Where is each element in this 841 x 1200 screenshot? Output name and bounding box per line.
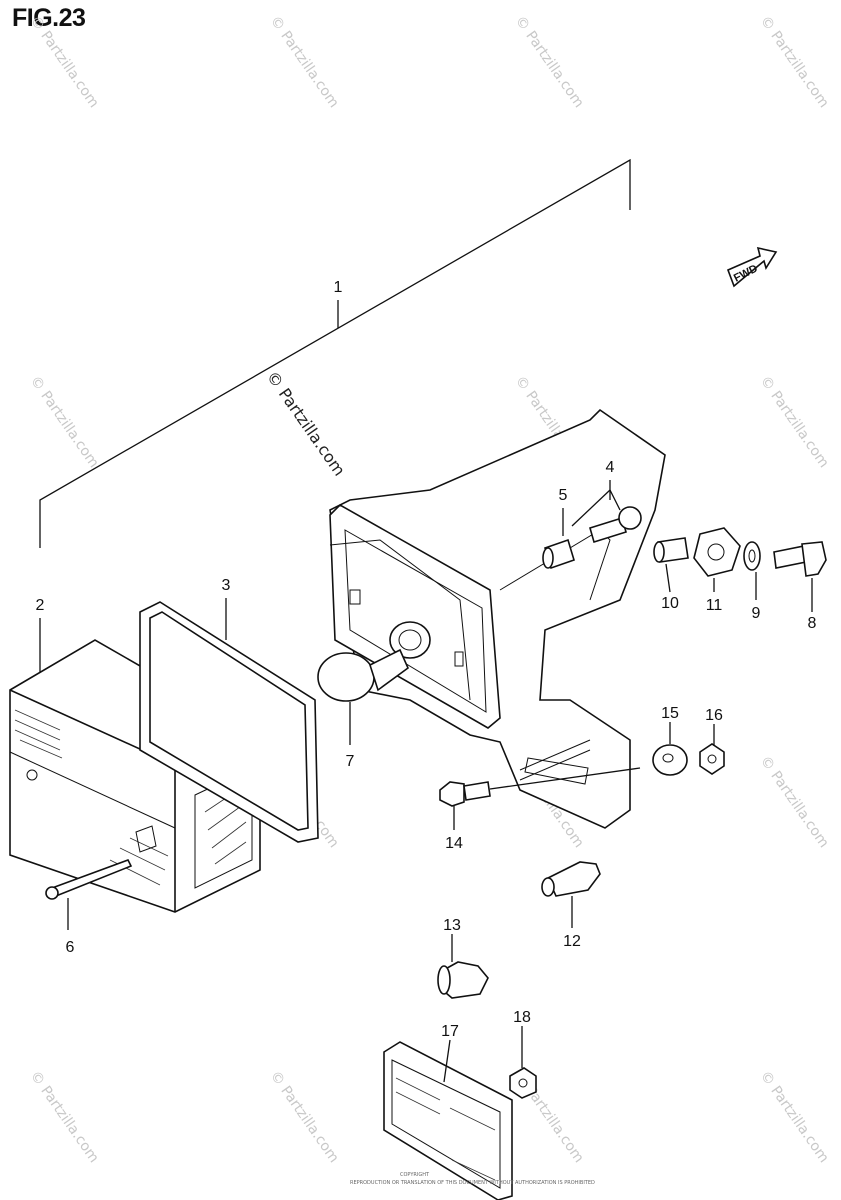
callout-14: 14 — [445, 835, 463, 852]
screw-part-14 — [439, 767, 641, 807]
callout-13: 13 — [443, 917, 461, 934]
watermark: © Partzilla.com — [757, 753, 832, 851]
callout-1: 1 — [334, 279, 343, 296]
bolt-part-8 — [773, 541, 827, 577]
tail-lamp-housing-part — [329, 408, 666, 829]
main-watermark: © Partzilla.com — [263, 367, 349, 479]
assembly-bracket — [39, 158, 631, 548]
callout-6: 6 — [66, 939, 75, 956]
callout-5: 5 — [559, 487, 568, 504]
watermark: © Partzilla.com — [757, 1068, 832, 1166]
gasket-part — [139, 601, 319, 843]
fine-print-line: COPYRIGHT — [400, 1172, 430, 1178]
license-lens-part — [383, 1041, 513, 1200]
socket-part-13 — [437, 961, 489, 999]
license-bulb-part — [541, 861, 601, 897]
collar-part-5 — [542, 538, 575, 570]
washer-part-15 — [652, 744, 688, 776]
bolt-part-4 — [589, 506, 642, 544]
callout-17: 17 — [441, 1023, 459, 1040]
callout-8: 8 — [808, 615, 817, 632]
callout-12: 12 — [563, 933, 581, 950]
callout-4: 4 — [606, 459, 615, 476]
callout-18: 18 — [513, 1009, 531, 1026]
callout-labels: 1 2 3 4 5 6 7 8 9 10 11 12 13 14 15 16 1… — [36, 279, 817, 1040]
callout-7: 7 — [346, 753, 355, 770]
watermark: © Partzilla.com — [27, 13, 102, 111]
washer-part-9 — [743, 541, 761, 571]
spacer-part-10 — [653, 537, 689, 563]
callout-16: 16 — [705, 707, 723, 724]
fine-print-line: REPRODUCTION OR TRANSLATION OF THIS DOCU… — [350, 1180, 595, 1186]
nut-part-16 — [699, 743, 725, 775]
bulb-part — [317, 648, 409, 702]
watermark: © Partzilla.com — [757, 373, 832, 471]
grommet-part-11 — [693, 527, 741, 577]
watermark: © Partzilla.com — [267, 13, 342, 111]
callout-2: 2 — [36, 597, 45, 614]
figure-title: FIG.23 — [12, 4, 86, 32]
nut-part-18 — [509, 1067, 537, 1099]
callout-9: 9 — [752, 605, 761, 622]
watermark: © Partzilla.com — [512, 13, 587, 111]
forward-direction-arrow: FWD — [726, 246, 778, 288]
copyright-fine-print: COPYRIGHT REPRODUCTION OR TRANSLATION OF… — [350, 1172, 595, 1186]
watermark: © Partzilla.com — [757, 13, 832, 111]
callout-15: 15 — [661, 705, 679, 722]
watermark: © Partzilla.com — [27, 373, 102, 471]
callout-11: 11 — [706, 597, 723, 614]
watermark: © Partzilla.com — [267, 1068, 342, 1166]
callout-3: 3 — [222, 577, 231, 594]
leader-lines — [39, 480, 813, 1083]
screw-part-6 — [45, 859, 133, 900]
watermark: © Partzilla.com — [27, 1068, 102, 1166]
callout-10: 10 — [661, 595, 679, 612]
